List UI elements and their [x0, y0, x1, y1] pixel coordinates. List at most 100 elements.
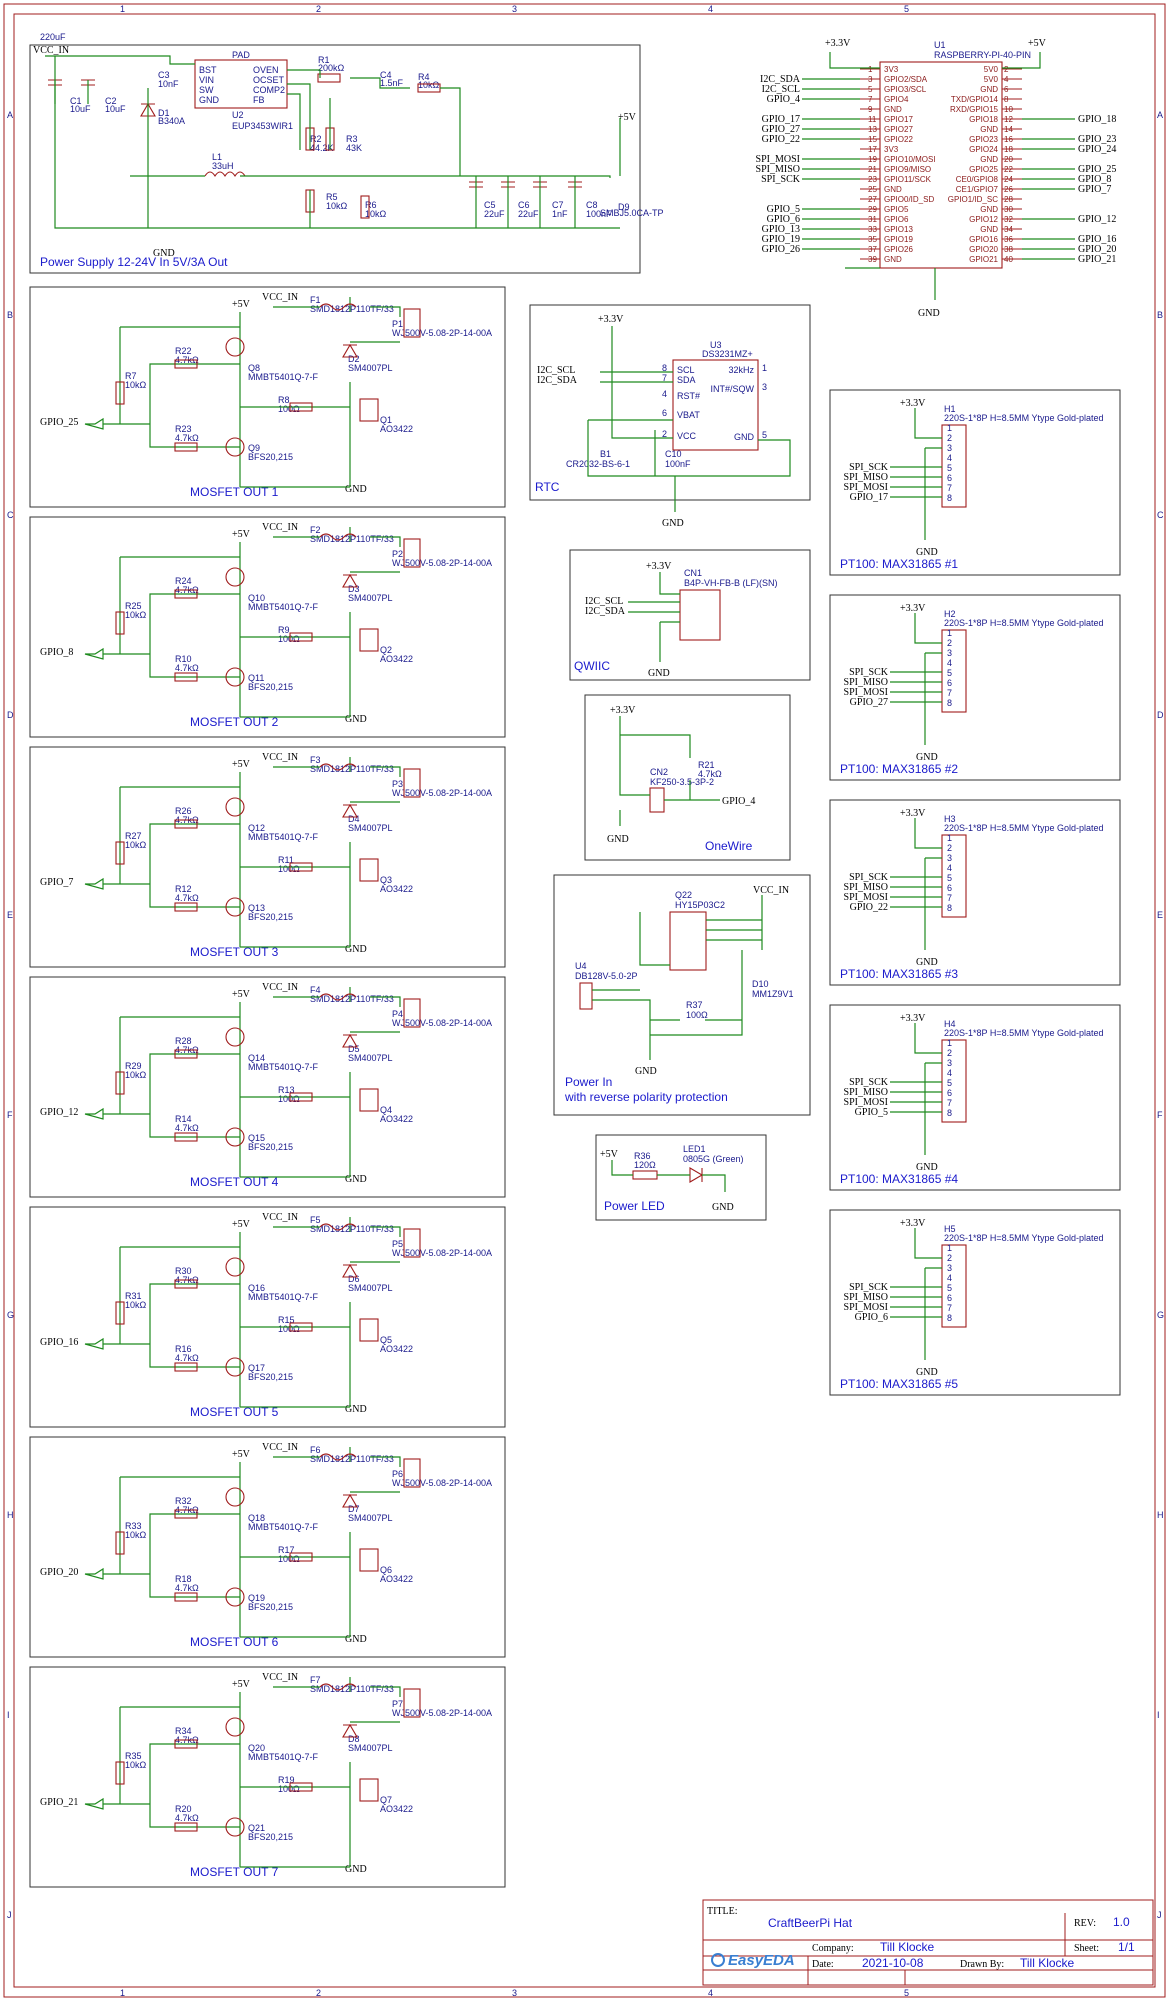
rpi-body [879, 61, 1003, 269]
r-bot-val: 4.7kΩ [175, 893, 199, 903]
powerin-vin: VCC_IN [753, 885, 789, 896]
pt100-pin-num: 2 [947, 843, 952, 853]
diode-part: SM4007PL [348, 1283, 393, 1293]
qwiic-ref: CN1 [684, 568, 702, 578]
rpi-right-pin: CE1/GPIO7 [956, 185, 999, 194]
pt100-net: SPI_MOSI [844, 1097, 888, 1108]
gpio-net-port [84, 1567, 104, 1580]
pt100-pin-num: 6 [947, 883, 952, 893]
pt100-pin-num: 5 [947, 463, 952, 473]
pt100-pin-num: 7 [947, 688, 952, 698]
pt100-3v3: +3.3V [900, 603, 926, 614]
mosfet-5v: +5V [232, 299, 251, 310]
diode-ref: D8 [348, 1734, 360, 1744]
pt100-pin-num: 5 [947, 1283, 952, 1293]
rpi-left-pin: GPIO26 [884, 245, 913, 254]
frame-row-left: E [7, 910, 13, 920]
onewire-3v3: +3.3V [610, 705, 636, 716]
fet-part: AO3422 [380, 1114, 413, 1124]
r-bot-ref: R18 [175, 1574, 192, 1584]
mosfet-block: MOSFET OUT 3+5VVCC_INGNDGPIO_7F3SMD1812P… [29, 746, 506, 968]
conn-part: WJ500V-5.08-2P-14-00A [392, 328, 492, 338]
fet-part: AO3422 [380, 1804, 413, 1814]
ps-part-label: C2 [105, 96, 117, 106]
pt100-header-part: 220S-1*8P H=8.5MM Ytype Gold-plated [944, 618, 1104, 628]
rpi-5v: +5V [1028, 38, 1047, 49]
gpio-net-port [84, 647, 104, 660]
ps-part-label: 22uF [518, 209, 539, 219]
pt100-header-ref: H4 [944, 1019, 956, 1029]
rtc-pin-num: 7 [662, 373, 667, 383]
qn-part: BFS20,215 [248, 682, 293, 692]
fet-ref: Q1 [380, 415, 392, 425]
diode-part: SM4007PL [348, 1513, 393, 1523]
fuse-icon [319, 1223, 357, 1231]
qn-part: BFS20,215 [248, 452, 293, 462]
pt100-header-ref: H2 [944, 609, 956, 619]
ps-part-label: C5 [484, 200, 496, 210]
pt100-header-part: 220S-1*8P H=8.5MM Ytype Gold-plated [944, 823, 1104, 833]
rpi-left-pin: GND [884, 185, 902, 194]
ps-part-label: 44.2K [310, 143, 334, 153]
fuse-icon [319, 993, 357, 1001]
mosfet-icon [359, 858, 379, 882]
r-pd-val: 10kΩ [125, 1070, 147, 1080]
onewire-title: OneWire [705, 839, 753, 853]
qn-ref: Q21 [248, 1823, 265, 1833]
mosfet-gpio-net: GPIO_8 [40, 647, 73, 658]
diode-icon [342, 1263, 358, 1278]
resistor-body [289, 862, 313, 872]
ps-part-label: B340A [158, 116, 185, 126]
powerin-u-part: DB128V-5.0-2P [575, 971, 638, 981]
mosfet-title: MOSFET OUT 4 [190, 1175, 279, 1189]
ps-part-label: 22uF [484, 209, 505, 219]
pt100-header-icon [941, 1244, 967, 1328]
pt100-title: PT100: MAX31865 #1 [840, 557, 958, 571]
diode-icon [342, 1033, 358, 1048]
rtc-pin-left: SDA [677, 375, 696, 385]
mosfet-gpio-net: GPIO_20 [40, 1567, 78, 1578]
rpi-left-pin: GPIO27 [884, 125, 913, 134]
r-pd-val: 10kΩ [125, 1530, 147, 1540]
onewire-ref: CN2 [650, 767, 668, 777]
r-pd-ref: R35 [125, 1751, 142, 1761]
pt100-title: PT100: MAX31865 #5 [840, 1377, 958, 1391]
rpi-right-pin: GND [980, 85, 998, 94]
ps-part-label: SMBJ5.0CA-TP [600, 208, 664, 218]
u2-part: EUP3453WIR1 [232, 121, 293, 131]
rpi-left-pin: 3V3 [884, 65, 899, 74]
ps-part-label: 100nF [586, 209, 612, 219]
diode-part: SM4007PL [348, 363, 393, 373]
pt100-pin-num: 4 [947, 658, 952, 668]
resistor-body [174, 1362, 198, 1372]
pt100-gnd: GND [916, 547, 938, 558]
mosfet-gnd: GND [345, 714, 367, 725]
npn-transistor-icon [225, 667, 245, 687]
ps-part-label: 10kΩ [326, 201, 348, 211]
resistor-body [174, 819, 198, 829]
powerin-u: U4 [575, 961, 587, 971]
rtc-pin-num: 6 [662, 408, 667, 418]
r-top-ref: R22 [175, 346, 192, 356]
qn-part: BFS20,215 [248, 912, 293, 922]
powerin-d-part: MM1Z9V1 [752, 989, 794, 999]
r-pd-ref: R29 [125, 1061, 142, 1071]
ps-part-label: C8 [586, 200, 598, 210]
pt100-pin-num: 8 [947, 903, 952, 913]
r-top-ref: R32 [175, 1496, 192, 1506]
powerin-title: Power In [565, 1075, 612, 1089]
rtc-scl-net: I2C_SCL [537, 365, 575, 376]
rtc-b1-part: CR2032-BS-6-1 [566, 459, 630, 469]
drawn-value: Till Klocke [1020, 1956, 1075, 1970]
powerin-gnd: GND [635, 1066, 657, 1077]
pt100-pin-num: 3 [947, 648, 952, 658]
pt100-pin-num: 3 [947, 1263, 952, 1273]
diode-icon [342, 573, 358, 588]
fuse-ref: F2 [310, 525, 321, 535]
pt100-pin-num: 8 [947, 1313, 952, 1323]
terminal-block-icon [403, 1228, 421, 1258]
u2-pin-label: OCSET [253, 75, 285, 85]
r-pd-val: 10kΩ [125, 1760, 147, 1770]
ps-part-label: C7 [552, 200, 564, 210]
